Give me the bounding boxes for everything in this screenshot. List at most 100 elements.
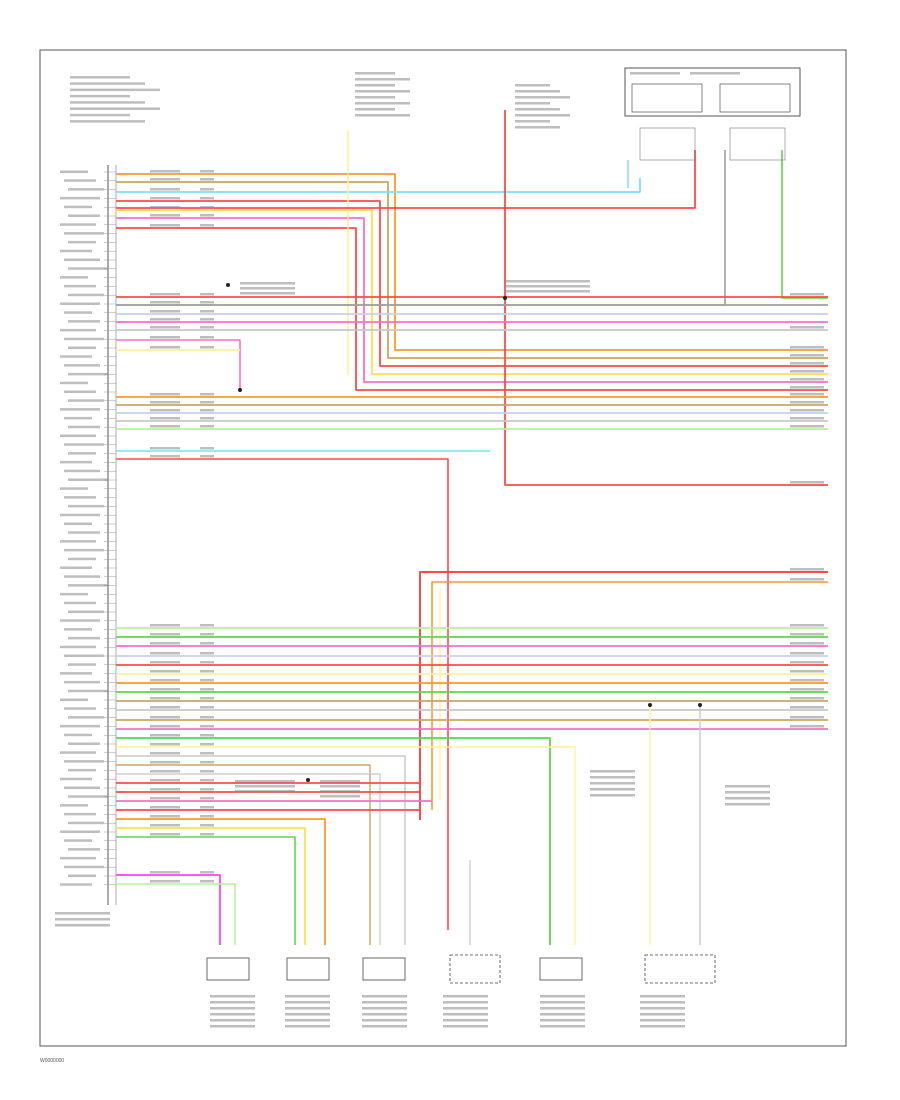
illegible-wire-code <box>200 425 214 428</box>
illegible-text-mark <box>515 126 560 129</box>
illegible-wire-label <box>790 706 824 709</box>
illegible-note <box>725 803 770 806</box>
illegible-pin-label <box>64 707 96 710</box>
switch-box-left <box>639 127 696 161</box>
illegible-wire-code <box>200 725 214 728</box>
illegible-note <box>505 285 590 288</box>
illegible-wire-code <box>200 642 214 645</box>
illegible-wire-code <box>200 326 214 329</box>
illegible-wire-code <box>200 170 214 173</box>
wire-red-to-module <box>116 150 696 209</box>
illegible-wire-label <box>790 346 824 349</box>
illegible-pin-label <box>64 337 104 341</box>
bottom-component-box <box>449 954 501 984</box>
illegible-text-mark <box>355 90 410 93</box>
illegible-pin-label <box>64 548 104 552</box>
illegible-wire-code <box>150 743 180 746</box>
illegible-note <box>725 797 770 800</box>
illegible-wire-code <box>200 734 214 737</box>
illegible-pin-label <box>68 214 100 217</box>
illegible-pin-label <box>64 364 100 367</box>
illegible-wire-code <box>200 178 214 181</box>
wire-yellow-down <box>116 827 306 945</box>
components <box>206 67 801 984</box>
illegible-wire-code <box>150 761 180 764</box>
illegible-note <box>235 790 295 793</box>
illegible-wire-code <box>150 455 180 458</box>
illegible-caption <box>640 995 685 998</box>
illegible-wire-code <box>150 401 180 404</box>
illegible-pin-label <box>60 170 88 173</box>
illegible-caption <box>210 995 255 998</box>
illegible-caption <box>443 1019 488 1022</box>
illegible-caption <box>210 1019 255 1022</box>
splice-dot <box>648 703 652 707</box>
illegible-wire-code <box>200 797 214 800</box>
splice-dot <box>306 778 310 782</box>
illegible-pin-label <box>64 496 96 499</box>
illegible-caption <box>443 1007 488 1010</box>
illegible-text-mark <box>70 76 130 79</box>
illegible-wire-code <box>150 688 180 691</box>
illegible-pin-label <box>60 302 100 305</box>
illegible-wire-code <box>200 652 214 655</box>
illegible-caption <box>285 1007 330 1010</box>
illegible-text-mark <box>515 84 550 87</box>
illegible-pin-label <box>68 425 100 429</box>
illegible-wire-code <box>150 409 180 412</box>
illegible-wire-code <box>150 188 180 191</box>
illegible-caption <box>540 1013 585 1016</box>
illegible-wire-code <box>200 336 214 339</box>
bottom-component-box <box>644 954 716 984</box>
illegible-note <box>320 790 360 793</box>
illegible-wire-code <box>200 293 214 296</box>
illegible-text-mark <box>70 101 145 104</box>
illegible-pin-label <box>60 355 92 358</box>
illegible-pin-label <box>60 856 96 860</box>
illegible-pin-label <box>60 566 92 569</box>
illegible-pin-label <box>60 249 92 253</box>
illegible-wire-code <box>200 761 214 764</box>
illegible-wire-code <box>150 417 180 420</box>
illegible-wire-code <box>150 624 180 627</box>
illegible-wire-code <box>200 779 214 782</box>
wire-yellow-1 <box>116 209 828 375</box>
illegible-pin-label <box>64 839 92 842</box>
illegible-wire-code <box>200 752 214 755</box>
illegible-wire-code <box>200 318 214 321</box>
illegible-wire-code <box>200 310 214 313</box>
bottom-component-box <box>362 957 406 981</box>
illegible-pin-label <box>60 276 88 279</box>
illegible-wire-code <box>150 206 180 209</box>
wire-orange-down <box>116 818 326 945</box>
illegible-pin-label <box>68 821 104 825</box>
illegible-pin-label <box>60 751 96 754</box>
illegible-note <box>240 282 295 285</box>
illegible-pin-label <box>68 636 100 640</box>
illegible-pin-label <box>64 786 100 789</box>
illegible-wire-code <box>150 170 180 173</box>
illegible-wire-label <box>790 425 824 428</box>
illegible-pin-label <box>64 258 100 261</box>
illegible-pin-label <box>68 267 108 270</box>
illegible-pin-label <box>68 399 104 402</box>
illegible-pin-label <box>60 513 100 517</box>
wire-ltgreen-down <box>116 883 236 945</box>
illegible-caption <box>640 1007 685 1010</box>
illegible-caption <box>443 1001 488 1004</box>
illegible-caption <box>540 1001 585 1004</box>
illegible-pin-label <box>60 223 96 226</box>
illegible-wire-code <box>200 447 214 450</box>
illegible-note <box>320 780 360 783</box>
illegible-caption <box>540 1025 585 1028</box>
illegible-wire-label <box>790 417 824 420</box>
illegible-pin-label <box>60 777 92 781</box>
illegible-module-title <box>690 72 740 75</box>
illegible-caption <box>640 1019 685 1022</box>
illegible-wire-code <box>200 788 214 791</box>
illegible-wire-code <box>200 706 214 709</box>
illegible-wire-label <box>790 688 824 691</box>
illegible-wire-code <box>150 880 180 883</box>
wire-gray-down <box>116 755 406 945</box>
illegible-wire-code <box>200 871 214 874</box>
